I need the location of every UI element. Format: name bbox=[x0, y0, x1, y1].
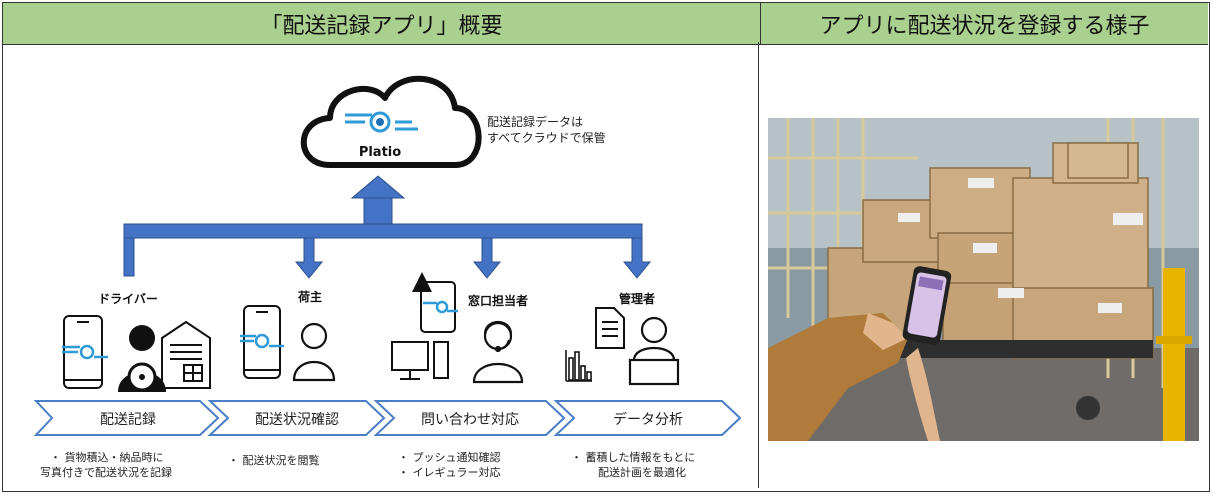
desc-driver-line2: 写真付きで配送状況を記録 bbox=[40, 466, 172, 479]
role-shipper: 荷主 bbox=[297, 290, 323, 304]
process-chevrons bbox=[33, 400, 742, 436]
bar-chart-icon bbox=[565, 350, 592, 382]
desc-shipper-line1: ・ 配送状況を閲覧 bbox=[228, 454, 320, 467]
cloud-note-line2: すべてクラウドで保管 bbox=[487, 131, 606, 145]
step-label-status: 配送状況確認 bbox=[255, 412, 339, 428]
cloud-icon bbox=[300, 75, 482, 168]
chevron-step-3 bbox=[373, 400, 566, 436]
manager-down-arrow bbox=[622, 237, 652, 279]
panel-divider bbox=[758, 42, 759, 488]
step-label-inquiry: 問い合わせ対応 bbox=[421, 412, 519, 428]
role-contact: 窓口担当者 bbox=[467, 294, 529, 308]
headset-operator-icon bbox=[472, 320, 524, 384]
desc-manager-line1: ・ 蓄積した情報をもとに bbox=[571, 451, 696, 464]
delivery-registration-photo bbox=[768, 118, 1199, 441]
chevron-step-2 bbox=[207, 400, 386, 436]
contact-platio-mark-icon bbox=[423, 300, 458, 314]
role-manager: 管理者 bbox=[618, 292, 656, 306]
step-label-record: 配送記録 bbox=[100, 412, 156, 428]
desc-contact-line2: ・ イレギュラー対応 bbox=[398, 466, 501, 479]
shipper-person-icon bbox=[292, 322, 336, 382]
platio-logo-text: Platio bbox=[359, 145, 401, 160]
notification-smartphone-icon bbox=[420, 281, 456, 333]
driver-connector bbox=[123, 237, 135, 277]
step-label-analysis: データ分析 bbox=[613, 412, 683, 428]
shipper-down-arrow bbox=[294, 237, 324, 279]
driver-platio-mark-icon bbox=[62, 344, 108, 360]
data-bus-bar bbox=[123, 223, 643, 239]
manager-person-icon bbox=[628, 316, 680, 386]
cloud-note-line1: 配送記録データは bbox=[487, 115, 584, 129]
desc-contact-line1: ・ プッシュ通知確認 bbox=[398, 451, 501, 464]
upload-arrow bbox=[350, 175, 406, 225]
contact-down-arrow bbox=[472, 237, 502, 279]
chevron-step-1 bbox=[33, 400, 220, 436]
left-panel-title: 「配送記録アプリ」概要 bbox=[3, 3, 761, 45]
shipper-platio-mark-icon bbox=[240, 333, 284, 349]
document-icon bbox=[595, 307, 625, 349]
desc-driver-line1: ・ 貨物積込・納品時に bbox=[50, 451, 164, 464]
desktop-computer-icon bbox=[391, 341, 449, 380]
driver-person-icon bbox=[118, 325, 166, 392]
right-panel-title: アプリに配送状況を登録する様子 bbox=[761, 3, 1208, 45]
alert-icon bbox=[412, 272, 432, 292]
chevron-step-4 bbox=[553, 400, 742, 436]
desc-manager-line2: 配送計画を最適化 bbox=[598, 466, 686, 479]
warehouse-icon bbox=[161, 320, 211, 389]
role-driver: ドライバー bbox=[98, 292, 158, 306]
